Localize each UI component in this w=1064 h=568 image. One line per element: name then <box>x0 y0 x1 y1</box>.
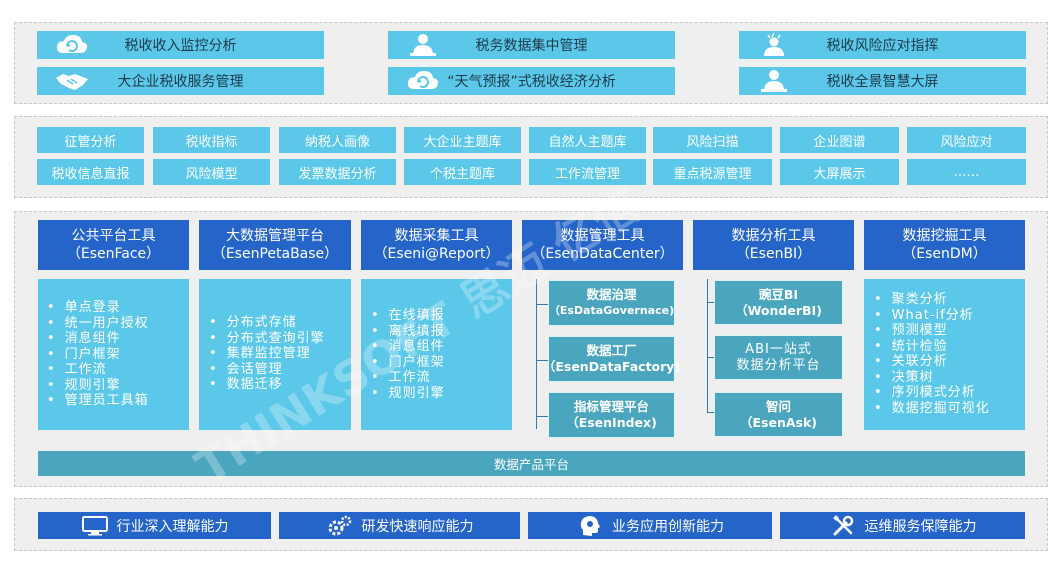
feature-item: 单点登录 <box>47 300 189 316</box>
monitor-icon <box>81 515 109 537</box>
column-body-data-mining: 聚类分析 What-if分析 预测模型 统计检验 关联分析 决策树 序列模式分析… <box>864 279 1025 430</box>
tree-connector <box>536 279 537 429</box>
feature-item: 关联分析 <box>874 354 1025 370</box>
column-body-public-platform: 单点登录 统一用户授权 消息组件 门户框架 工作流 规则引擎 管理员工具箱 <box>38 279 189 430</box>
column-body-bigdata-platform: 分布式存储 分布式查询引擎 集群监控管理 会话管理 数据迁移 <box>199 279 351 430</box>
head-gear-icon <box>576 515 604 537</box>
column-body-data-collection: 在线填报 离线填报 消息组件 门户框架 工作流 规则引擎 <box>361 279 512 430</box>
sub-tool-data-governance[interactable]: 数据治理 （EsDataGovernace) <box>548 280 675 326</box>
feature-item: 消息组件 <box>47 331 189 347</box>
top-item-data-central[interactable]: 税务数据集中管理 <box>388 31 675 59</box>
feature-item: 管理员工具箱 <box>47 393 189 409</box>
feature-item: 门户框架 <box>371 355 512 371</box>
feature-item: 决策树 <box>874 370 1025 386</box>
feature-item: 工作流 <box>371 370 512 386</box>
app-tag[interactable]: 发票数据分析 <box>279 159 396 185</box>
feature-item: 预测模型 <box>874 323 1025 339</box>
column-header-data-management[interactable]: 数据管理工具（EsenDataCenter） <box>522 220 683 270</box>
top-item-revenue-monitor[interactable]: 税收收入监控分析 <box>37 31 324 59</box>
app-tag[interactable]: 重点税源管理 <box>653 159 772 185</box>
app-tag[interactable]: 风险应对 <box>907 127 1026 153</box>
app-tag[interactable]: 风险模型 <box>153 159 270 185</box>
sub-tool-abi-platform[interactable]: ABI一站式 数据分析平台 <box>714 335 843 380</box>
app-tag[interactable]: 自然人主题库 <box>529 127 646 153</box>
app-tag[interactable]: …… <box>907 159 1026 185</box>
app-tag[interactable]: 个税主题库 <box>404 159 521 185</box>
capability-business-innovation[interactable]: 业务应用创新能力 <box>528 512 772 539</box>
person-alert-icon <box>757 32 791 58</box>
feature-item: 集群监控管理 <box>209 346 351 362</box>
feature-item: 规则引擎 <box>371 386 512 402</box>
feature-item: 分布式查询引擎 <box>209 331 351 347</box>
feature-item: 分布式存储 <box>209 315 351 331</box>
app-tag[interactable]: 税收指标 <box>153 127 270 153</box>
cloud-refresh-icon <box>55 32 89 58</box>
top-item-label: 大企业税收服务管理 <box>117 74 244 90</box>
feature-item: 消息组件 <box>371 339 512 355</box>
person-desk-icon <box>757 68 791 94</box>
feature-item: 聚类分析 <box>874 292 1025 308</box>
capability-label: 运维服务保障能力 <box>864 518 977 535</box>
app-tag[interactable]: 征管分析 <box>37 127 144 153</box>
tree-connector <box>707 279 708 413</box>
app-tag[interactable]: 大屏展示 <box>780 159 899 185</box>
top-item-weather-forecast[interactable]: “天气预报”式税收经济分析 <box>388 67 675 95</box>
feature-item: 统一用户授权 <box>47 316 189 332</box>
tree-connector <box>536 416 548 417</box>
app-tag[interactable]: 风险扫描 <box>653 127 772 153</box>
gears-icon <box>326 515 354 537</box>
tree-connector <box>707 412 715 413</box>
app-tag[interactable]: 大企业主题库 <box>404 127 521 153</box>
tree-connector <box>536 360 548 361</box>
column-header-bigdata-platform[interactable]: 大数据管理平台（EsenPetaBase） <box>199 220 351 270</box>
tree-connector <box>536 304 548 305</box>
feature-item: 门户框架 <box>47 347 189 363</box>
column-header-data-collection[interactable]: 数据采集工具（Eseni@Report） <box>361 220 512 270</box>
data-product-platform-bar[interactable]: 数据产品平台 <box>38 451 1025 476</box>
feature-item: 离线填报 <box>371 324 512 340</box>
tree-connector <box>707 357 715 358</box>
capability-label: 业务应用创新能力 <box>612 518 724 535</box>
sub-tool-wonderbi[interactable]: 豌豆BI （WonderBI) <box>714 280 843 325</box>
feature-item: What-if分析 <box>874 308 1025 324</box>
top-item-label: 税收收入监控分析 <box>124 38 237 54</box>
feature-item: 在线填报 <box>371 308 512 324</box>
sub-tool-index-platform[interactable]: 指标管理平台 （EsenIndex) <box>548 392 675 438</box>
capability-ops-assurance[interactable]: 运维服务保障能力 <box>780 512 1025 539</box>
app-tag[interactable]: 税收信息直报 <box>37 159 144 185</box>
sub-tool-esenask[interactable]: 智问 （EsenAsk) <box>714 392 843 437</box>
feature-item: 规则引擎 <box>47 378 189 394</box>
app-tag[interactable]: 纳税人画像 <box>279 127 396 153</box>
column-header-data-mining[interactable]: 数据挖掘工具（EsenDM） <box>864 220 1025 270</box>
feature-item: 数据迁移 <box>209 377 351 393</box>
feature-item: 数据挖掘可视化 <box>874 401 1025 417</box>
column-header-public-platform[interactable]: 公共平台工具（EsenFace） <box>38 220 189 270</box>
top-item-panorama-screen[interactable]: 税收全景智慧大屏 <box>739 67 1026 95</box>
sub-tool-data-factory[interactable]: 数据工厂 （EsenDataFactory) <box>543 336 680 382</box>
top-item-label: 税收风险应对指挥 <box>826 38 939 54</box>
capability-label: 行业深入理解能力 <box>116 518 229 535</box>
app-tag[interactable]: 企业图谱 <box>780 127 899 153</box>
handshake-icon <box>55 68 89 94</box>
column-header-data-analysis[interactable]: 数据分析工具（EsenBI） <box>693 220 854 270</box>
feature-item: 统计检验 <box>874 339 1025 355</box>
feature-item: 工作流 <box>47 362 189 378</box>
top-item-label: 税务数据集中管理 <box>475 38 588 54</box>
feature-item: 会话管理 <box>209 362 351 378</box>
capability-label: 研发快速响应能力 <box>361 518 474 535</box>
person-desk-icon <box>406 32 440 58</box>
top-item-enterprise-service[interactable]: 大企业税收服务管理 <box>37 67 324 95</box>
capability-industry-understanding[interactable]: 行业深入理解能力 <box>38 512 271 539</box>
app-tag[interactable]: 工作流管理 <box>529 159 646 185</box>
cloud-refresh-icon <box>406 68 440 94</box>
top-item-risk-command[interactable]: 税收风险应对指挥 <box>739 31 1026 59</box>
top-item-label: 税收全景智慧大屏 <box>826 74 939 90</box>
top-item-label: “天气预报”式税收经济分析 <box>447 74 616 90</box>
wrench-screwdriver-icon <box>829 514 857 537</box>
capability-rapid-response[interactable]: 研发快速响应能力 <box>279 512 520 539</box>
tree-connector <box>707 302 715 303</box>
feature-item: 序列模式分析 <box>874 385 1025 401</box>
